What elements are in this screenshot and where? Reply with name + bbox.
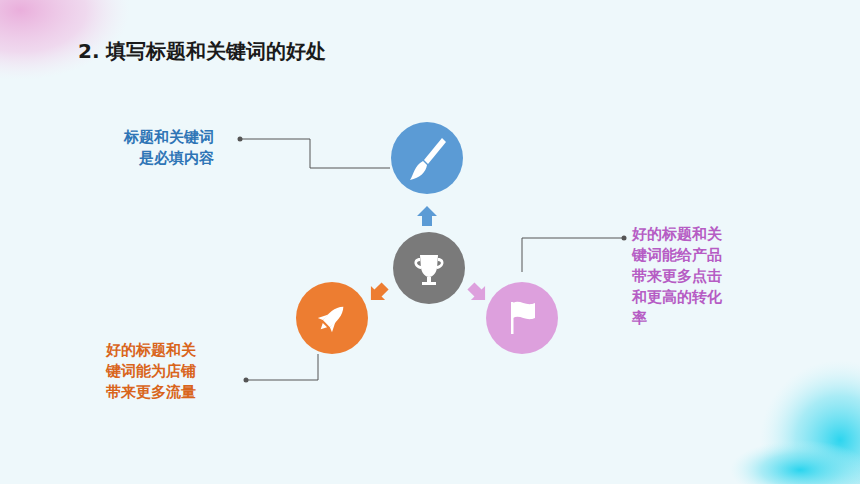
rocket-circle — [296, 282, 368, 354]
rocket-icon — [314, 300, 351, 337]
watercolor-blob — [730, 440, 860, 484]
brush-icon — [410, 138, 446, 180]
callout-text: 好的标题和关键词能给产品带来更多点击和更高的转化率 — [632, 224, 725, 329]
flag-icon — [511, 302, 535, 334]
brush-circle — [391, 122, 463, 194]
callout-text: 标题和关键词是必填内容 — [121, 127, 214, 169]
callout-text: 好的标题和关键词能为店铺带来更多流量 — [106, 340, 199, 403]
arrow-left — [364, 279, 392, 307]
flag-circle — [486, 282, 558, 354]
slide-title: 2. 填写标题和关键词的好处 — [78, 38, 326, 65]
arrow-right — [464, 279, 492, 307]
trophy-circle — [393, 232, 465, 304]
arrow-up — [417, 206, 437, 226]
trophy-icon — [414, 255, 443, 285]
